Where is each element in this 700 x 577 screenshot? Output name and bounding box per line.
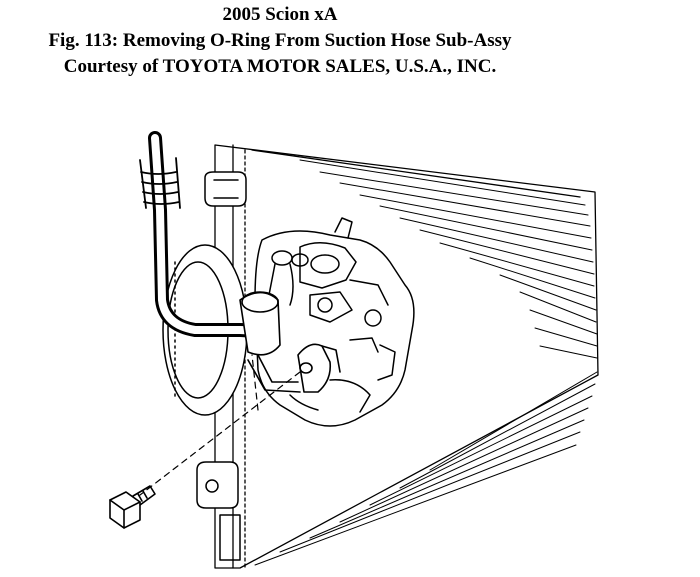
diagram-illustration xyxy=(109,131,599,569)
upper-bracket xyxy=(204,171,247,207)
lower-bracket xyxy=(196,461,241,561)
courtesy-line: Courtesy of TOYOTA MOTOR SALES, U.S.A., … xyxy=(63,56,497,77)
removal-guide-lines xyxy=(139,354,301,496)
figure-title: Fig. 113: Removing O-Ring From Suction H… xyxy=(48,30,512,51)
suction-port xyxy=(297,343,341,393)
compressor-body xyxy=(254,217,415,427)
vehicle-title: 2005 Scion xA xyxy=(222,4,338,25)
suction-hose xyxy=(139,131,301,393)
bolt xyxy=(109,485,156,529)
